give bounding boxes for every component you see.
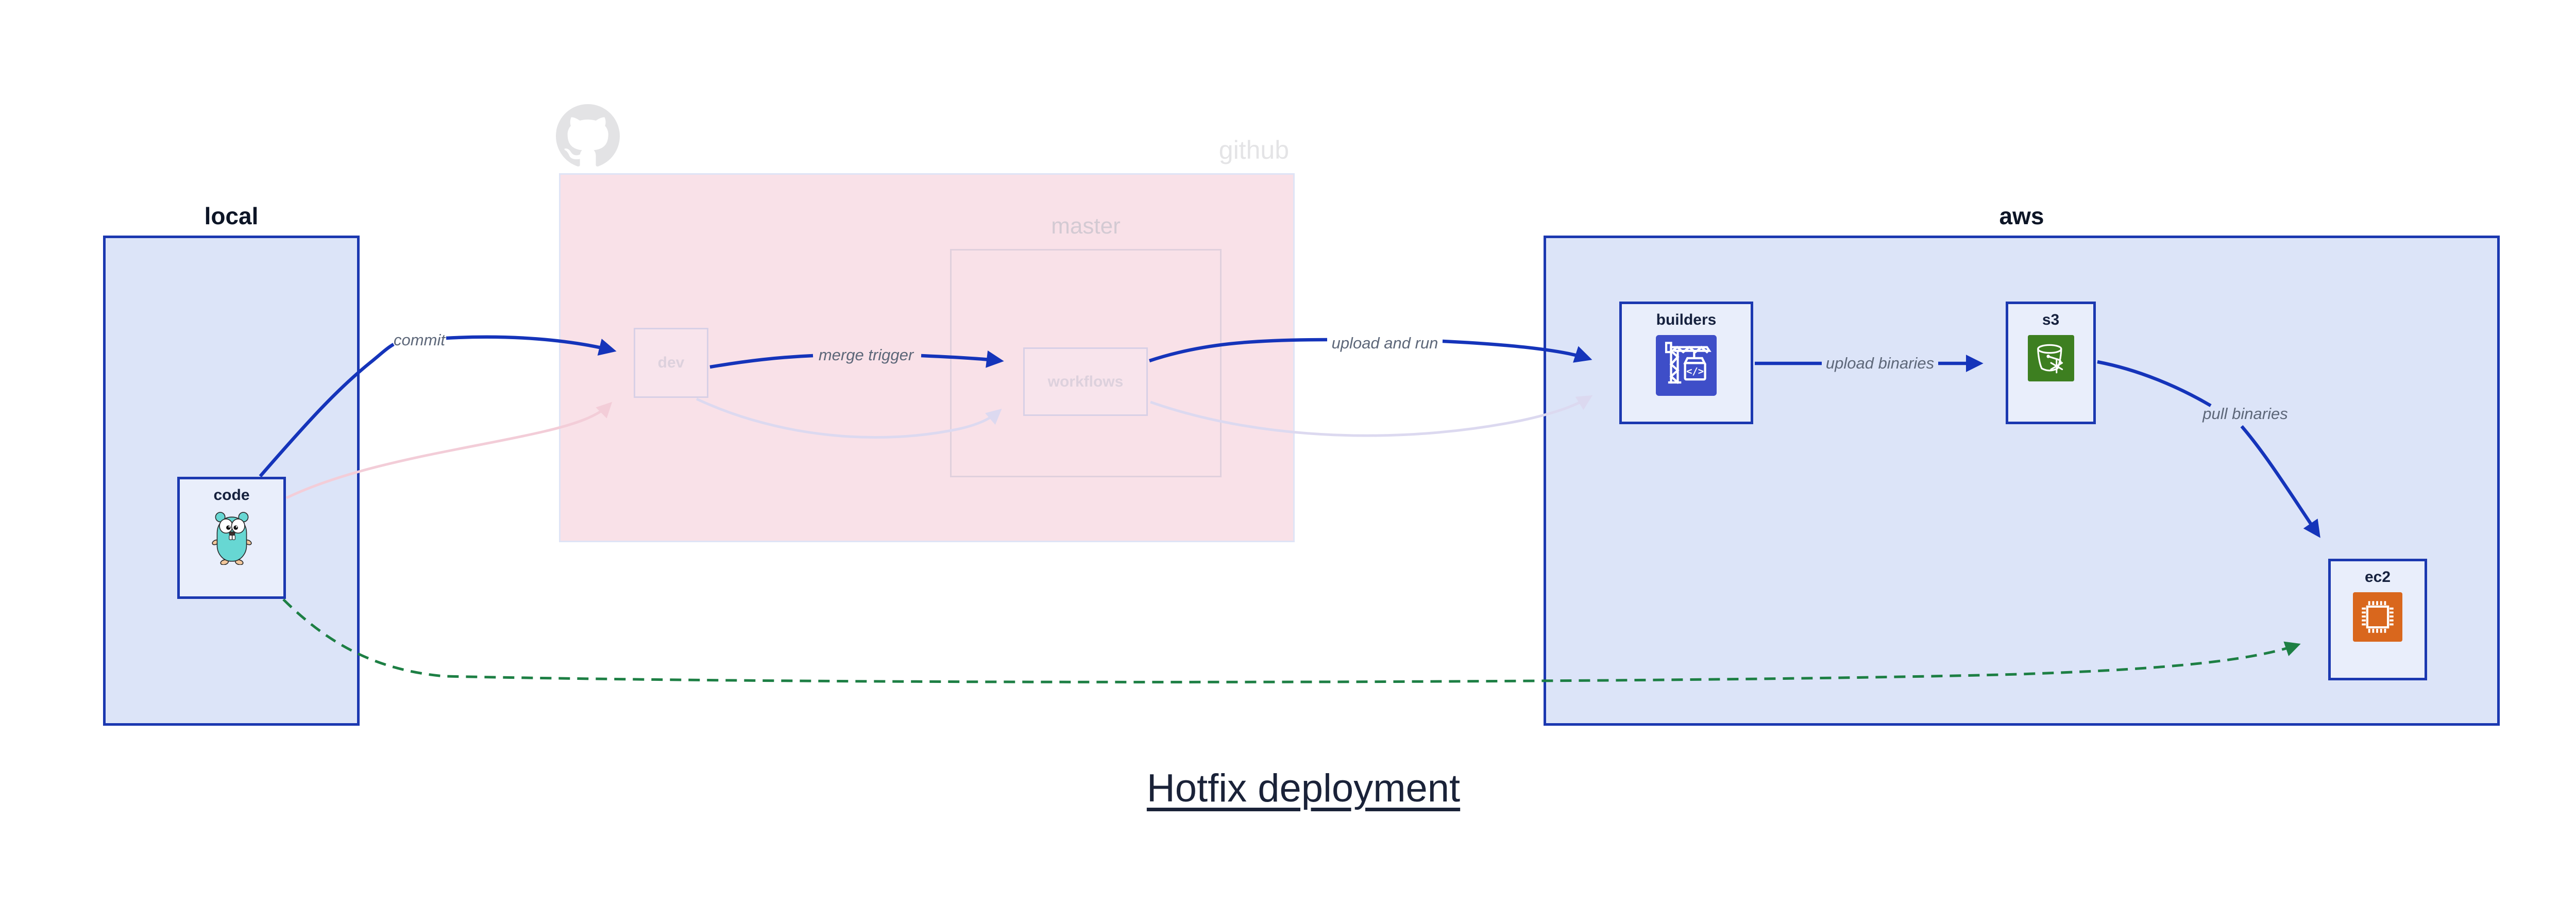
svg-text:</>: </> — [1686, 366, 1704, 377]
cluster-label-aws: aws — [1999, 203, 2044, 229]
cluster-label-local: local — [204, 203, 259, 229]
node-workflows-label: workflows — [1047, 373, 1124, 390]
edge-merge-trigger-a — [709, 354, 814, 369]
node-builders-label: builders — [1656, 311, 1717, 328]
edge-upload-and-run-a — [1148, 338, 1328, 363]
edge-pull-binaries-b — [2240, 425, 2320, 538]
node-code: code — [177, 477, 286, 599]
node-s3-label: s3 — [2042, 311, 2060, 328]
diagram-title: Hotfix deployment — [1146, 766, 1461, 810]
node-s3: s3 — [2006, 302, 2096, 424]
edge-merge-trigger-b — [921, 350, 1004, 368]
edge-commit-a — [259, 343, 395, 478]
node-ec2: ec2 — [2328, 559, 2427, 680]
edge-label-merge-trigger: merge trigger — [818, 346, 914, 364]
cluster-label-master: master — [1051, 213, 1121, 239]
cluster-label-github: github — [1218, 136, 1289, 164]
node-workflows: workflows — [1023, 347, 1148, 416]
edge-label-commit: commit — [394, 331, 445, 349]
cluster-master — [950, 249, 1222, 477]
edge-code-ec2-dashed — [282, 598, 2301, 683]
edge-label-upload-binaries: upload binaries — [1825, 354, 1935, 372]
aws-codebuild-icon: </> — [1655, 335, 1717, 396]
aws-s3-bucket-icon — [2027, 335, 2075, 381]
node-ec2-label: ec2 — [2364, 569, 2391, 586]
edge-upload-and-run-b — [1442, 339, 1592, 363]
edge-label-upload-and-run: upload and run — [1331, 334, 1438, 352]
edge-code-dev-faded — [285, 402, 613, 499]
node-builders: builders </> — [1619, 302, 1753, 424]
go-gopher-icon — [211, 510, 252, 565]
node-code-label: code — [213, 487, 250, 504]
edge-commit-b — [446, 335, 617, 356]
aws-ec2-chip-icon — [2353, 592, 2402, 642]
edge-dev-workflows-faded — [696, 397, 1002, 439]
node-dev: dev — [634, 328, 708, 398]
github-octocat-icon — [556, 104, 620, 168]
edge-workflows-builders-faded — [1150, 395, 1593, 437]
edge-label-pull-binaries: pull binaries — [2202, 405, 2288, 423]
edge-pull-binaries-a — [2097, 360, 2212, 407]
node-dev-label: dev — [657, 354, 685, 371]
